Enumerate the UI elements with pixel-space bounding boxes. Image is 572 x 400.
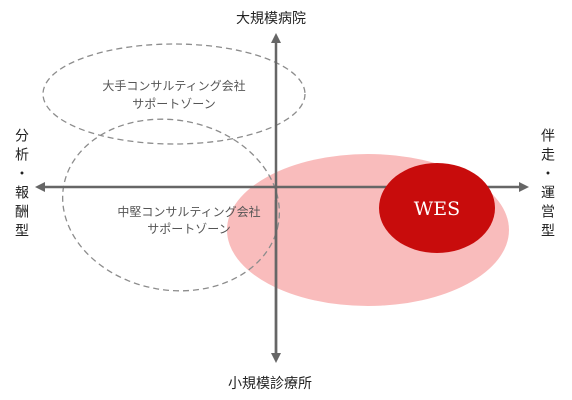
wes-ellipse [379,163,495,253]
wes-label: WES [414,198,460,220]
mid-consulting-zone-label-line1: 中堅コンサルティング会社 [117,204,260,219]
axis-label-left: 分析・報酬型 [13,128,29,242]
axis-label-top: 大規模病院 [236,11,306,27]
axis-label-right: 伴走・運営型 [539,128,555,242]
large-consulting-zone-label-line1: 大手コンサルティング会社 [102,78,245,93]
axis-label-bottom: 小規模診療所 [228,376,312,392]
large-consulting-zone-label-line2: サポートゾーン [132,97,215,111]
large-consulting-zone [42,43,306,145]
mid-consulting-zone-label-line2: サポートゾーン [147,222,230,236]
